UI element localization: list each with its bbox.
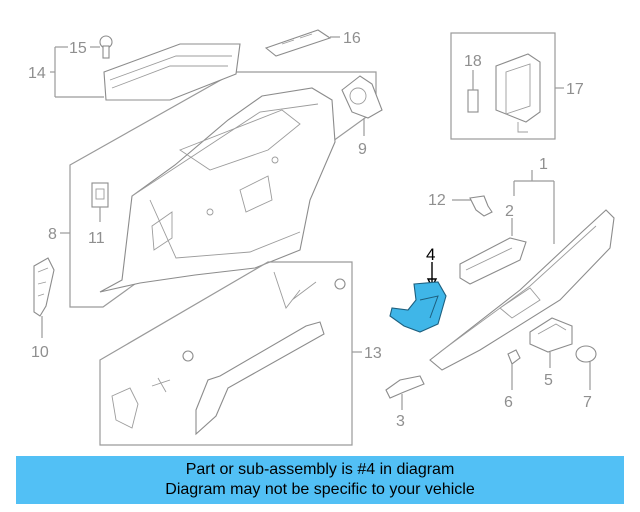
housing-inner bbox=[149, 199, 301, 259]
part-9-ring bbox=[349, 87, 367, 105]
part-1-2-group bbox=[459, 170, 555, 285]
part-3-group bbox=[385, 375, 425, 410]
part-9-group bbox=[341, 75, 383, 136]
glovebox-door-edge bbox=[439, 225, 597, 353]
part-17-tab bbox=[517, 122, 528, 133]
part-12-group bbox=[452, 195, 493, 217]
callout-10: 10 bbox=[31, 344, 49, 361]
housing-hole-2 bbox=[271, 156, 279, 164]
part-13-bracket bbox=[111, 387, 139, 429]
callout-4: 4 bbox=[426, 245, 435, 264]
housing-clip bbox=[239, 175, 273, 213]
housing-edge bbox=[131, 103, 319, 197]
part-12 bbox=[469, 195, 493, 217]
part-17 bbox=[495, 53, 541, 123]
housing-tab bbox=[151, 211, 173, 251]
housing-hole bbox=[206, 208, 214, 216]
part-14-edge-2 bbox=[111, 65, 228, 89]
callout-7: 7 bbox=[583, 394, 592, 411]
callout-18: 18 bbox=[464, 53, 482, 70]
part-10-ribs bbox=[37, 267, 49, 297]
glovebox-door-handle bbox=[499, 287, 541, 319]
part-13-arm bbox=[195, 321, 325, 436]
part-10 bbox=[33, 257, 55, 317]
part-14-edge bbox=[109, 55, 232, 81]
callout-13: 13 bbox=[364, 345, 382, 362]
part-14 bbox=[103, 43, 241, 101]
callout-5: 5 bbox=[544, 372, 553, 389]
group-13-outline bbox=[99, 261, 353, 446]
part-14-group bbox=[50, 35, 241, 101]
glovebox-housing-group bbox=[60, 71, 377, 308]
part-4 bbox=[389, 281, 447, 333]
part-11-group bbox=[91, 182, 109, 222]
part-13-rod bbox=[273, 271, 317, 309]
callout-1: 1 bbox=[539, 156, 548, 173]
part-9 bbox=[341, 75, 383, 119]
part-15-shank bbox=[102, 45, 110, 59]
part-4-group bbox=[389, 262, 447, 333]
part-4-detail bbox=[419, 295, 439, 319]
housing-recess bbox=[179, 109, 301, 171]
info-banner: Part or sub-assembly is #4 in diagram Di… bbox=[16, 456, 624, 504]
callout-6: 6 bbox=[504, 394, 513, 411]
part-5-face bbox=[537, 323, 567, 335]
glovebox-door bbox=[429, 209, 615, 371]
part-2-edge bbox=[465, 247, 513, 271]
part-5-6-7-group bbox=[507, 317, 597, 390]
callout-15: 15 bbox=[69, 40, 87, 57]
part-13-knob bbox=[182, 350, 194, 362]
callouts: 1 2 3 4 5 6 7 8 9 10 11 12 13 14 15 16 1… bbox=[28, 30, 592, 430]
part-16-marks bbox=[281, 33, 313, 45]
banner-line-1: Part or sub-assembly is #4 in diagram bbox=[185, 461, 455, 478]
part-11-face bbox=[95, 188, 105, 200]
part-16-group bbox=[264, 29, 340, 57]
part-11 bbox=[91, 182, 109, 208]
callout-12: 12 bbox=[428, 192, 446, 209]
callout-3: 3 bbox=[396, 413, 405, 430]
callout-16: 16 bbox=[343, 30, 361, 47]
callout-8: 8 bbox=[48, 226, 57, 243]
part-13-clip bbox=[151, 377, 171, 393]
part-7 bbox=[575, 345, 597, 363]
part-2 bbox=[459, 237, 527, 285]
part-17-face bbox=[505, 63, 531, 115]
callout-11: 11 bbox=[88, 230, 105, 247]
callout-9: 9 bbox=[358, 141, 367, 158]
part-18 bbox=[467, 89, 479, 113]
part-16 bbox=[264, 29, 332, 57]
glovebox-door-group bbox=[429, 209, 615, 371]
group-17-outline bbox=[450, 32, 556, 140]
part-13-group bbox=[99, 261, 362, 446]
part-3 bbox=[385, 375, 425, 399]
part-6 bbox=[507, 349, 521, 365]
banner-line-2: Diagram may not be specific to your vehi… bbox=[165, 481, 475, 498]
part-17-group bbox=[450, 32, 564, 140]
callout-17: 17 bbox=[566, 81, 584, 98]
glovebox-housing bbox=[99, 87, 336, 293]
part-10-group bbox=[33, 257, 55, 338]
part-13-bolt bbox=[334, 278, 346, 290]
callout-14: 14 bbox=[28, 65, 46, 82]
callout-2: 2 bbox=[505, 203, 514, 220]
part-5 bbox=[529, 317, 573, 353]
